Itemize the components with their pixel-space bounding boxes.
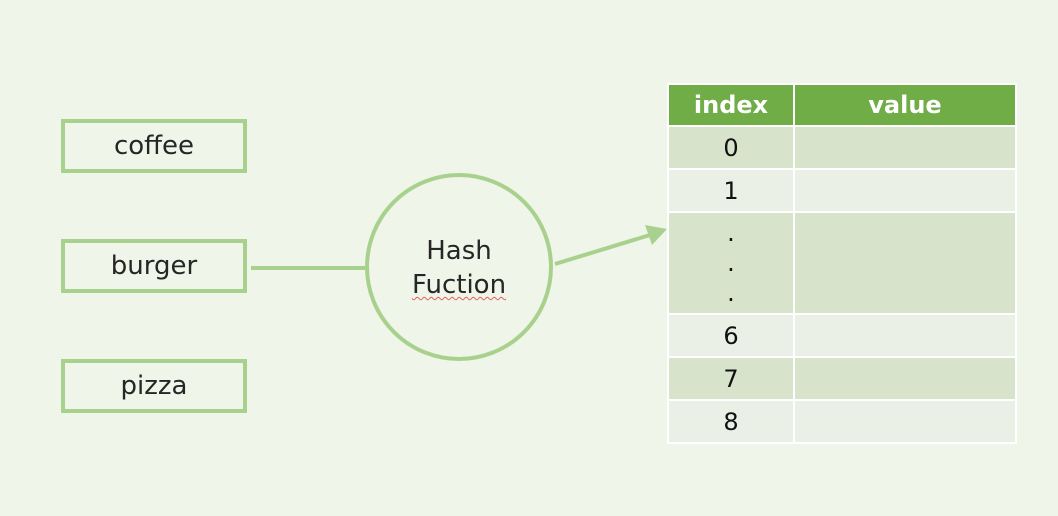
index-cell: 1 [667,168,795,213]
value-cell [793,313,1017,358]
value-cell [793,211,1017,315]
index-cell: 7 [667,356,795,401]
value-cell [793,125,1017,170]
hash-function-label: Hash Fuction [368,234,550,302]
index-cell: 6 [667,313,795,358]
ellipsis-dot: . [727,219,735,247]
table-row-ellipsis: . . . [667,211,1017,315]
hash-function-line1: Hash [426,236,492,266]
index-cell: 0 [667,125,795,170]
value-cell [793,356,1017,401]
hash-function-line2: Fuction [411,270,507,300]
key-label-pizza: pizza [120,371,188,401]
table-row: 1 [667,168,1017,213]
hash-function-circle [365,173,553,361]
key-label-coffee: coffee [113,131,195,161]
header-value: value [793,83,1017,127]
hash-table: index value 0 1 . . . 6 [667,83,1017,444]
table-row: 6 [667,313,1017,358]
key-box-burger: burger [61,239,247,293]
value-cell [793,399,1017,444]
key-label-burger: burger [110,251,198,281]
header-index: index [667,83,795,127]
key-box-pizza: pizza [61,359,247,413]
table-row: 0 [667,125,1017,170]
hash-to-table-arrowhead [645,225,667,245]
index-cell: 8 [667,399,795,444]
ellipsis-dot: . [727,279,735,307]
hash-to-table-arrow-shaft [554,233,651,266]
ellipsis-cell: . . . [667,211,795,315]
key-box-coffee: coffee [61,119,247,173]
table-row: 8 [667,399,1017,444]
ellipsis-dot: . [727,249,735,277]
value-cell [793,168,1017,213]
table-row: 7 [667,356,1017,401]
